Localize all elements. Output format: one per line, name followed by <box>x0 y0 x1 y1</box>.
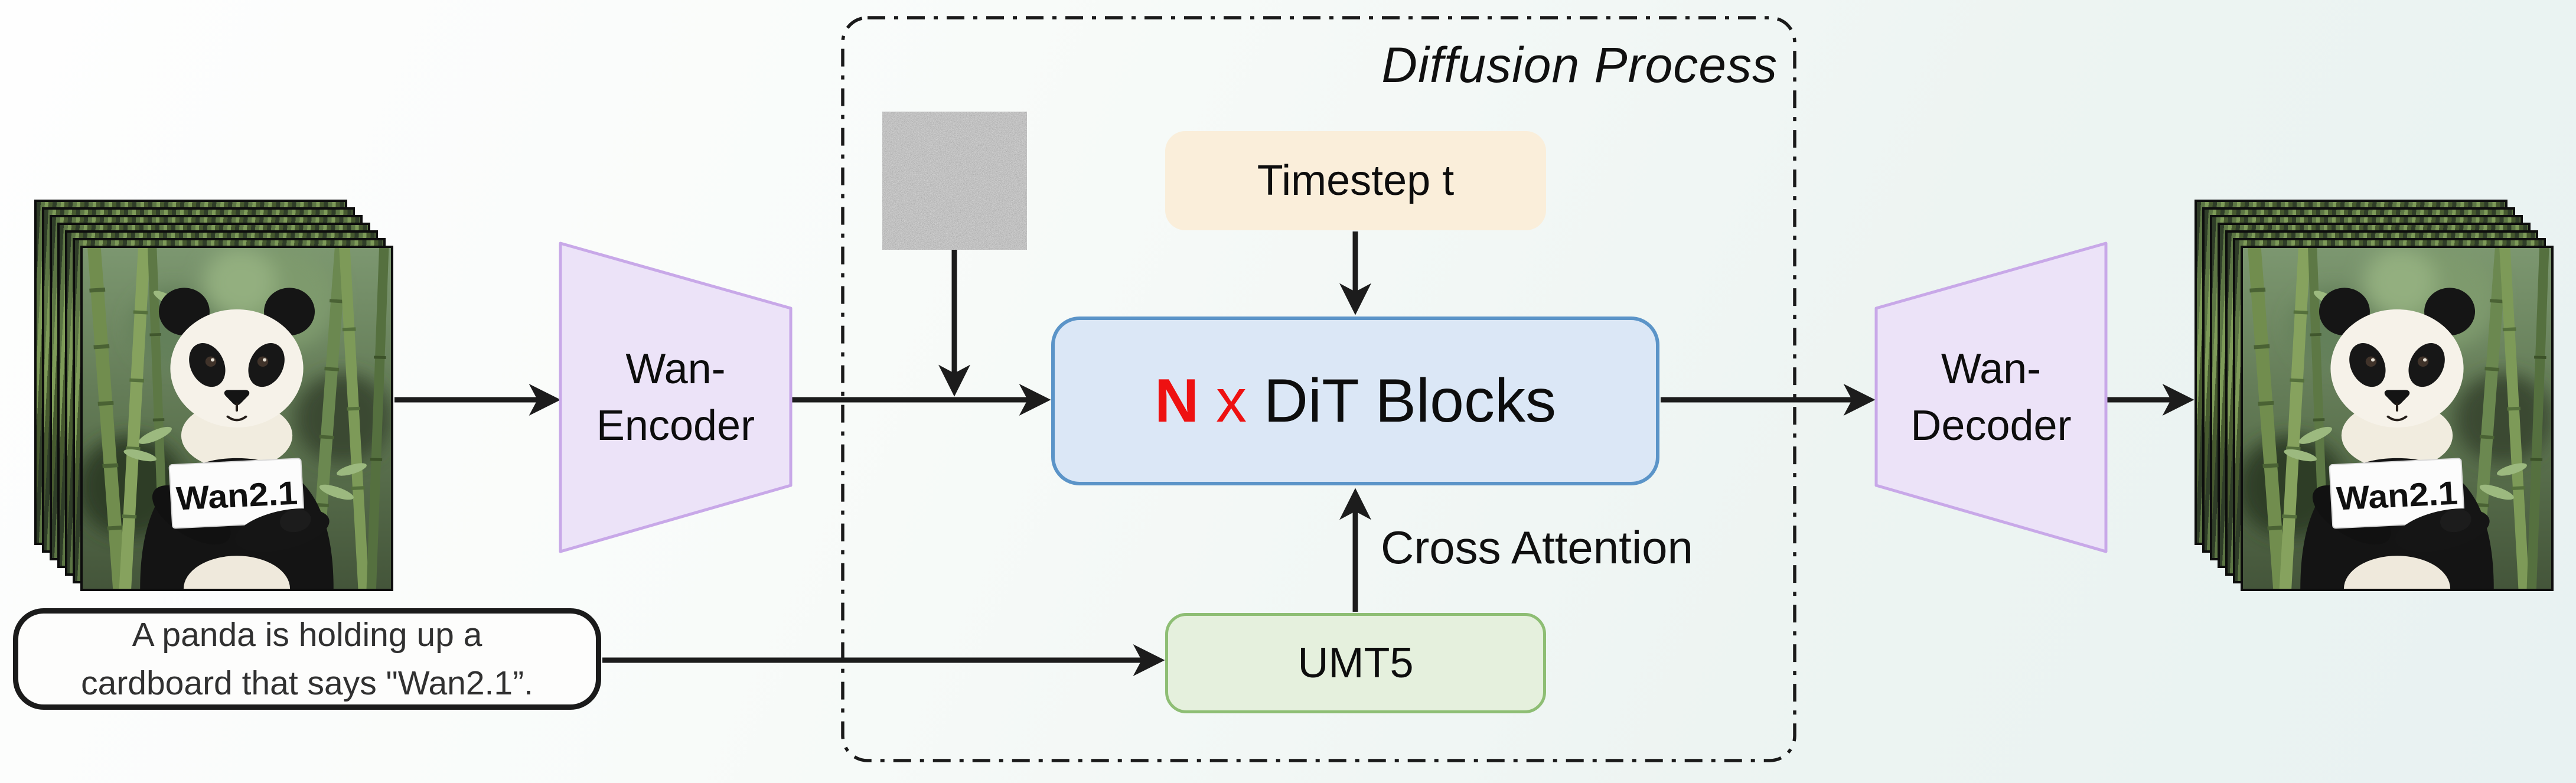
panda-illustration: Wan2.1 <box>83 248 391 589</box>
prompt-line2: cardboard that says "Wan2.1”. <box>81 664 533 702</box>
panda-figure: Wan2.1 <box>2300 288 2494 589</box>
noise-latent-image <box>882 112 1027 250</box>
umt5-node: UMT5 <box>1165 613 1546 713</box>
wan-decoder-shape <box>1874 242 2108 553</box>
dit-times: x <box>1216 366 1247 435</box>
video-frame-front: Wan2.1 <box>2241 246 2554 591</box>
dit-label: DiT Blocks <box>1263 366 1556 435</box>
panda-sign: Wan2.1 <box>168 458 305 529</box>
input-video-frames: Wan2.1 <box>34 200 393 591</box>
cross-attention-label: Cross Attention <box>1381 521 1693 573</box>
wan-decoder-label-line2: Decoder <box>1910 402 2072 449</box>
diffusion-process-boundary <box>841 16 1796 762</box>
video-frame-front: Wan2.1 <box>80 246 393 591</box>
wan-decoder: Wan- Decoder <box>1874 242 2108 553</box>
diffusion-process-label: Diffusion Process <box>1381 37 1778 93</box>
prompt-line1: A panda is holding up a <box>132 616 482 654</box>
dit-blocks-node: N x DiT Blocks <box>1051 317 1659 485</box>
panda-sign-text: Wan2.1 <box>2336 475 2459 517</box>
panda-head <box>170 309 304 428</box>
panda-nose <box>224 390 250 406</box>
wan-decoder-label-line1: Wan- <box>1941 345 2042 393</box>
gaussian-noise-square <box>882 112 1027 250</box>
output-video-frames: Wan2.1 <box>2195 200 2554 591</box>
panda-sign-text: Wan2.1 <box>175 475 299 517</box>
timestep-label: Timestep t <box>1257 157 1455 204</box>
panda-nose <box>2384 390 2410 406</box>
bamboo-stalks <box>87 248 389 589</box>
dit-count: N <box>1155 366 1199 435</box>
input-panda-image: Wan2.1 <box>83 248 391 589</box>
output-panda-image: Wan2.1 <box>2243 248 2551 589</box>
wan-encoder: Wan- Encoder <box>559 242 793 553</box>
panda-head <box>2330 309 2464 428</box>
wan-encoder-shape <box>559 242 793 553</box>
umt5-label: UMT5 <box>1297 640 1414 687</box>
panda-sign: Wan2.1 <box>2329 458 2466 529</box>
timestep-node: Timestep t <box>1165 131 1546 230</box>
panda-illustration: Wan2.1 <box>2243 248 2551 589</box>
wan-encoder-label-line1: Wan- <box>625 345 726 393</box>
wan-encoder-label-line2: Encoder <box>596 402 755 449</box>
prompt-text-box: A panda is holding up a cardboard that s… <box>13 608 601 710</box>
panda-figure: Wan2.1 <box>140 288 334 589</box>
